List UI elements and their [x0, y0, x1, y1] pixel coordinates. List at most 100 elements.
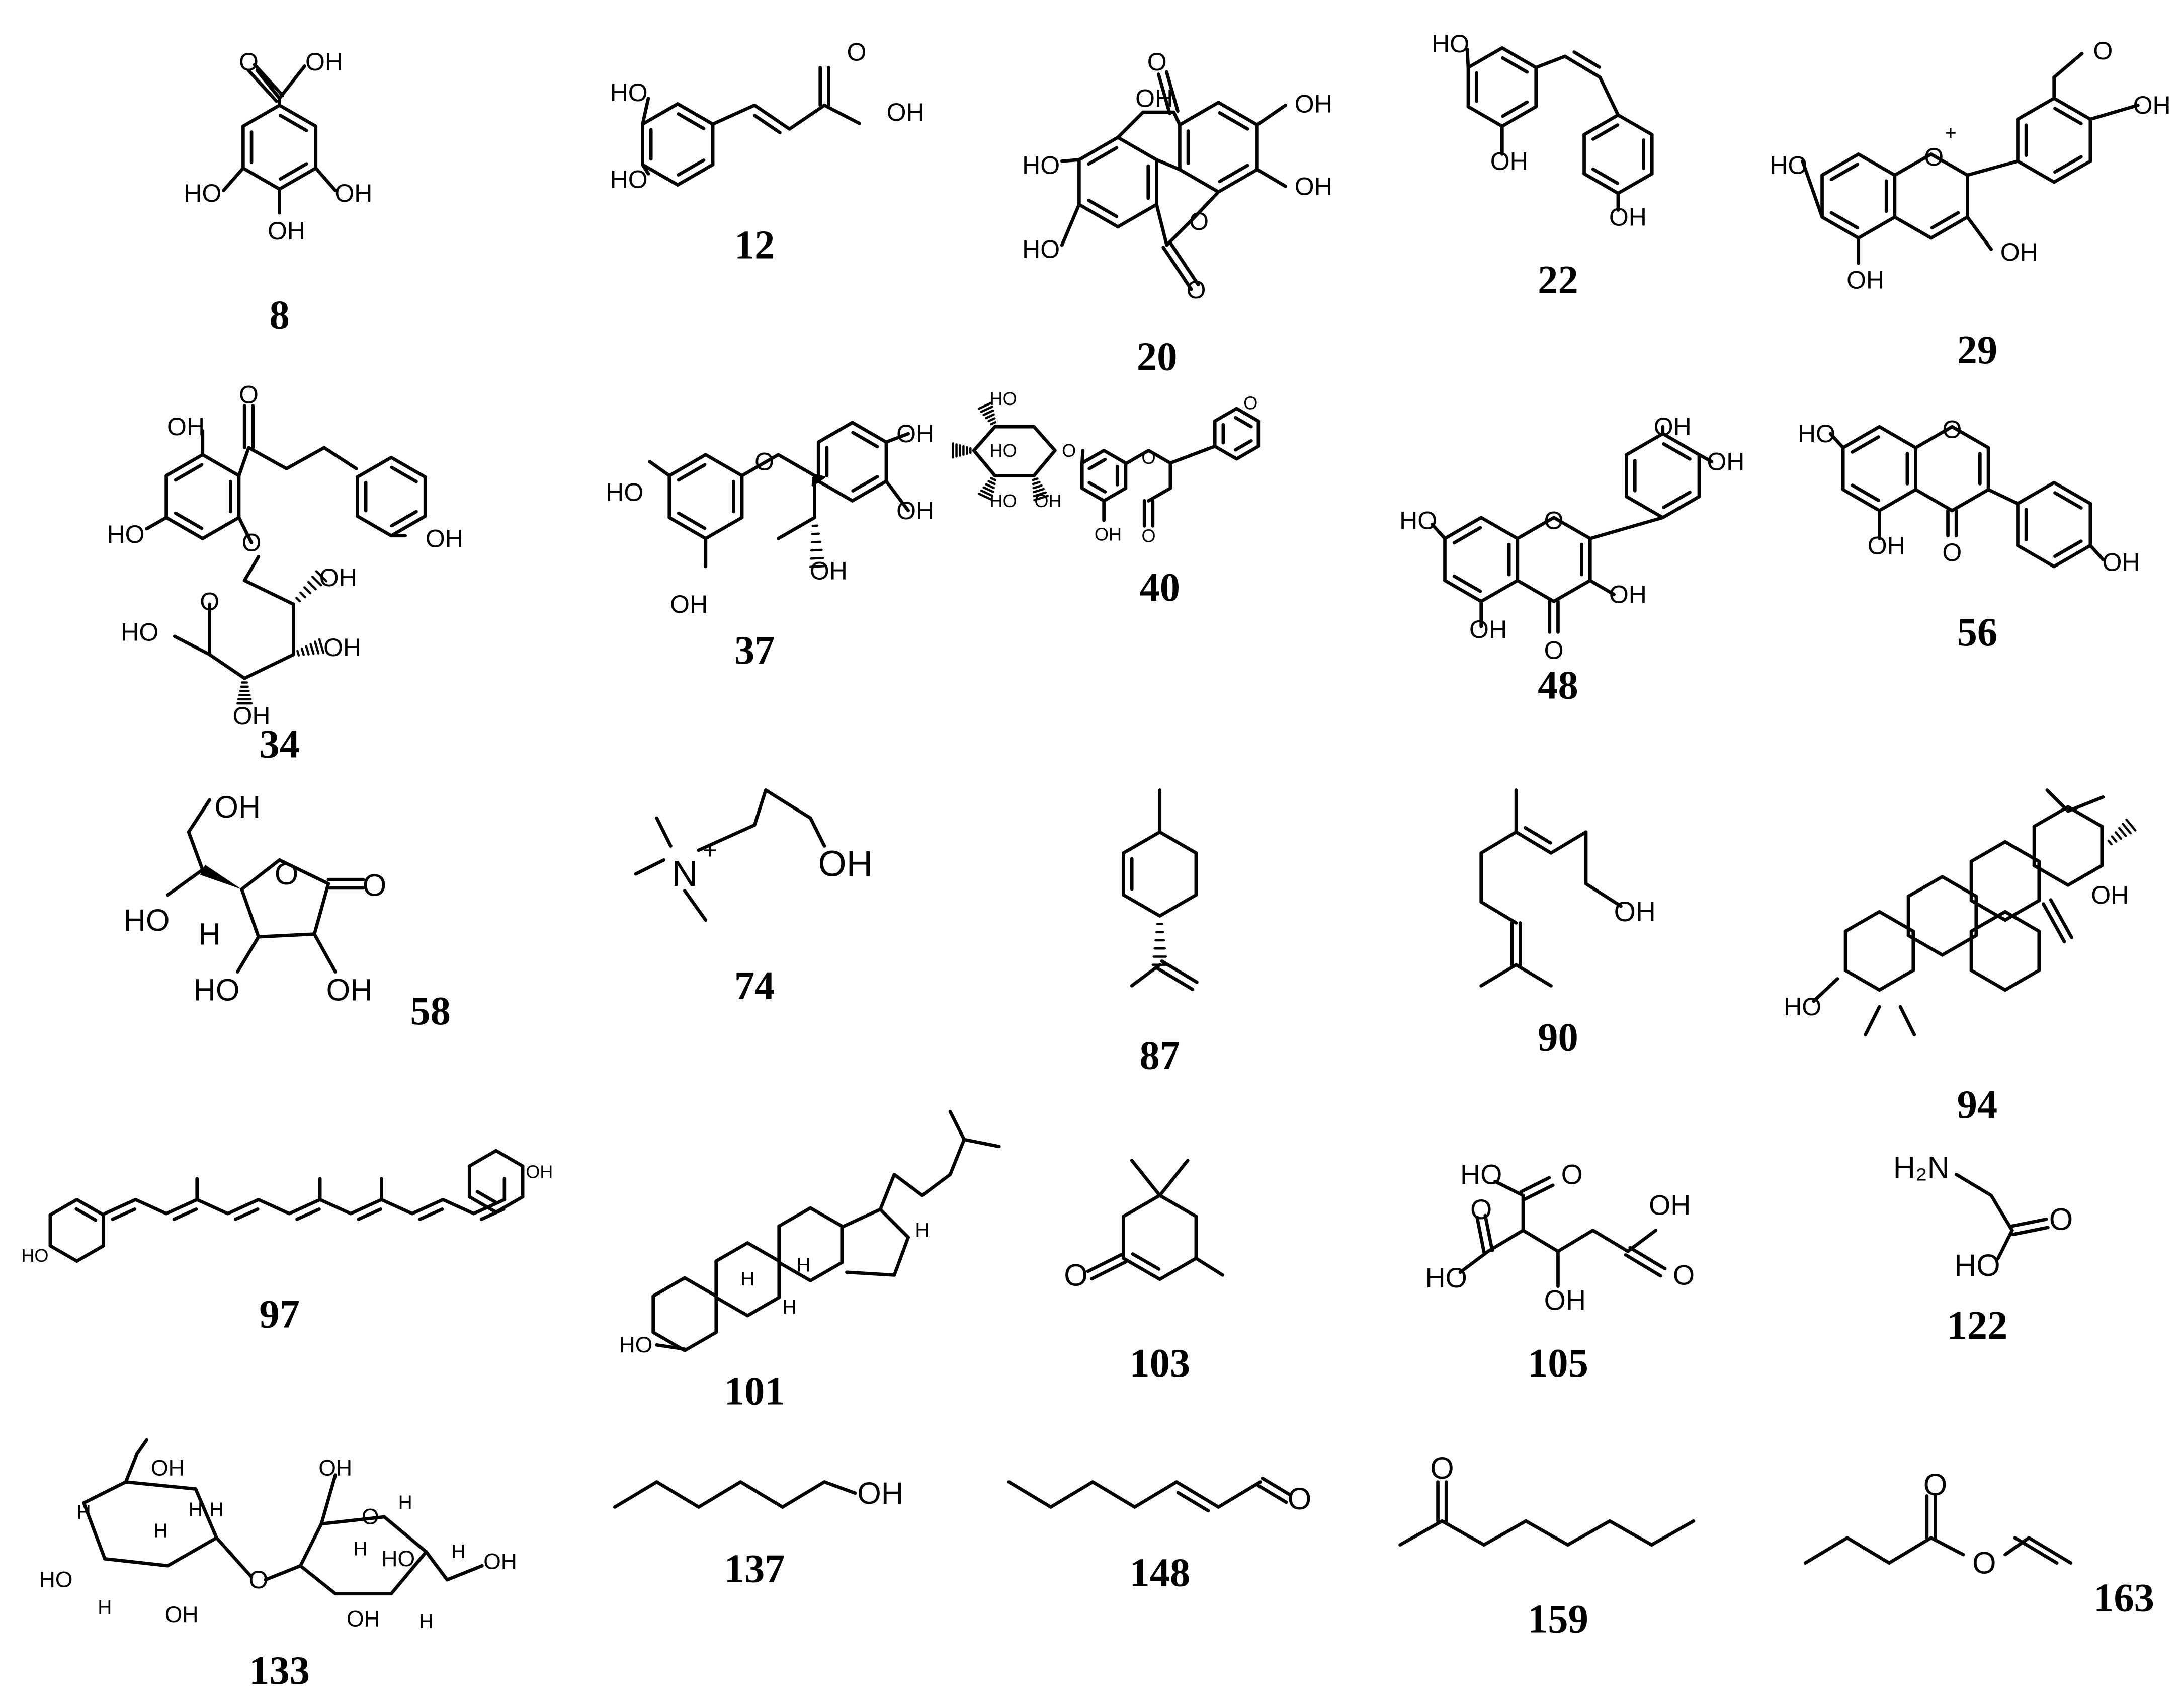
atom-label: H	[783, 1297, 797, 1318]
atom-label: H	[77, 1502, 91, 1523]
compound-number: 105	[1528, 1341, 1588, 1386]
atom-label: H	[199, 917, 221, 951]
compound-number: 12	[734, 223, 775, 268]
atom-label: O	[1062, 440, 1076, 461]
atom-label: OH	[1095, 524, 1122, 545]
atom-label: OH	[151, 1455, 185, 1480]
atom-label: +	[703, 836, 717, 864]
atom-label: HO	[1425, 1262, 1467, 1293]
atom-label: HO	[1432, 30, 1469, 58]
atom-label: O	[1470, 1194, 1492, 1225]
atom-label: OH	[165, 1602, 199, 1627]
atom-label: OH	[670, 590, 708, 618]
atom-label: OH	[1295, 90, 1332, 118]
atom-label: OH	[319, 563, 357, 592]
atom-label: H	[796, 1254, 810, 1276]
atom-label: HO	[1954, 1248, 2000, 1282]
atom-label: O	[1942, 416, 1962, 444]
compound-number: 133	[249, 1648, 310, 1693]
atom-label: OH	[2133, 91, 2171, 119]
atom-label: H	[98, 1597, 112, 1619]
atom-label: OH	[1469, 615, 1507, 643]
atom-label: O	[363, 868, 387, 902]
atom-label: OH	[214, 790, 261, 824]
atom-label: O	[242, 529, 262, 557]
atom-label: H	[354, 1538, 368, 1560]
atom-label: O	[362, 1504, 379, 1529]
atom-label: O	[1942, 538, 1962, 567]
atom-label: HO	[990, 388, 1017, 409]
atom-label: OH	[1034, 491, 1061, 511]
atom-label: HO	[619, 1333, 653, 1357]
atom-label: OH	[1490, 147, 1528, 175]
atom-label: OH	[426, 524, 463, 552]
atom-label: HO	[194, 973, 240, 1007]
atom-label: OH	[347, 1606, 380, 1631]
compound-number: 48	[1538, 663, 1578, 708]
atom-label: OH	[305, 48, 343, 76]
atom-label: OH	[818, 844, 873, 884]
compound-number: 103	[1129, 1341, 1190, 1386]
atom-label: OH	[334, 179, 372, 207]
atom-label: O	[1924, 143, 1944, 171]
atom-label: HO	[990, 491, 1017, 511]
atom-label: OH	[167, 413, 205, 441]
atom-label: OH	[896, 497, 934, 525]
atom-label: O	[1544, 506, 1564, 534]
atom-label: O	[1673, 1259, 1695, 1290]
atom-label: OH	[233, 702, 271, 730]
atom-label: O	[1187, 276, 1206, 304]
compound-number: 94	[1957, 1082, 1998, 1127]
atom-label: OH	[483, 1549, 517, 1574]
atom-label: OH	[1868, 531, 1905, 559]
compound-number: 74	[734, 963, 775, 1008]
atom-label: OH	[810, 556, 848, 585]
atom-label: O	[1544, 636, 1564, 665]
atom-label: +	[1945, 122, 1957, 144]
compound-number: 148	[1129, 1551, 1190, 1595]
compound-number: 8	[269, 292, 289, 337]
atom-label: O	[754, 448, 774, 476]
atom-label: HO	[124, 903, 170, 937]
atom-label: HO	[610, 165, 648, 193]
compound-number: 37	[734, 628, 775, 673]
atom-label: H	[189, 1499, 203, 1521]
compound-number: 163	[2093, 1576, 2154, 1621]
atom-label: OH	[1295, 172, 1332, 200]
atom-label: OH	[1649, 1189, 1691, 1221]
atom-label: H	[915, 1220, 929, 1241]
atom-label: H	[398, 1492, 412, 1514]
compound-number: 22	[1538, 258, 1578, 302]
atom-label: OH	[857, 1476, 903, 1510]
atom-label: HO	[610, 78, 648, 107]
atom-label: OH	[1609, 581, 1647, 609]
atom-label: HO	[1798, 420, 1835, 448]
compound-number: 40	[1139, 565, 1180, 610]
compound-number: 101	[724, 1368, 785, 1413]
atom-label: N	[671, 854, 698, 894]
atom-label: O	[1141, 525, 1155, 546]
atom-label: O	[2049, 1202, 2073, 1236]
atom-label: OH	[1707, 448, 1744, 476]
compound-74: N+ OH 74	[634, 788, 873, 1008]
atom-label: OH	[1609, 203, 1647, 231]
atom-label: HO	[121, 618, 158, 646]
atom-label: HO	[184, 179, 221, 207]
atom-label: O	[239, 48, 259, 76]
compound-number: 97	[259, 1292, 300, 1337]
compound-number: 90	[1538, 1015, 1578, 1060]
atom-label: OH	[1846, 266, 1884, 294]
